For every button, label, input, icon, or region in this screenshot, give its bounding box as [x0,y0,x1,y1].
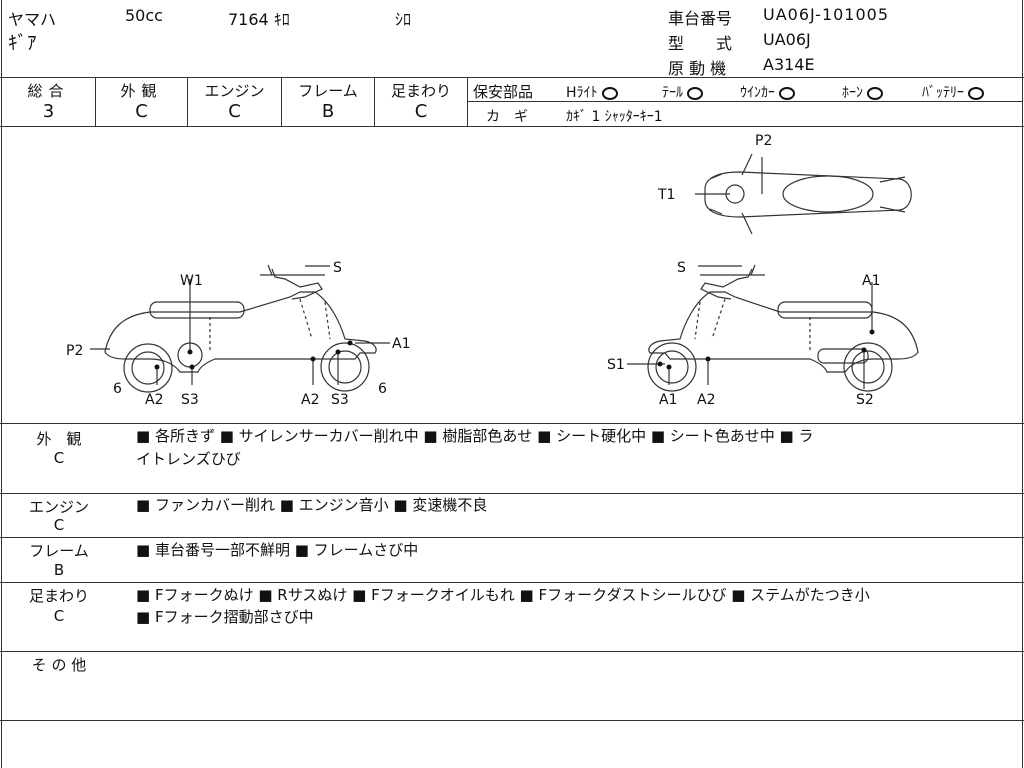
remark-line: ■ Fフォーク摺動部さび中 [136,608,314,626]
diagram-label: S [677,260,686,276]
diagram-label: 6 [113,381,122,397]
grade-label-engine: エンジン [204,82,265,100]
section-title-frame: フレーム [29,542,89,560]
engine-label: 原 動 機 [668,59,727,78]
ok-circle-icon [867,86,883,100]
section-title-other: そ の 他 [31,656,87,674]
diagram-label: S1 [607,357,625,373]
remark-line: ■ ファンカバー削れ ■ エンジン音小 ■ 変速機不良 [136,496,488,514]
type-label: 型 式 [668,34,733,53]
diagram-label: S [333,260,342,276]
grade-label-exterior: 外観 [120,82,163,100]
divider [187,77,188,126]
section-grade-engine: C [53,516,65,534]
divider [0,720,1024,721]
remark-line: ■ 車台番号一部不鮮明 ■ フレームさび中 [136,541,419,559]
remark-line: ■ Fフォークぬけ ■ Rサスぬけ ■ Fフォークオイルもれ ■ Fフォークダス… [136,586,870,604]
ok-circle-icon [779,86,795,100]
divider [0,423,1024,424]
section-grade-frame: B [53,561,65,579]
remark-line: ■ 各所きず ■ サイレンサーカバー削れ中 ■ 樹脂部色あせ ■ シート硬化中 … [136,427,814,445]
scooter-right-side-view [647,264,919,392]
safety-item-headlight: Hﾗｲﾄ [566,82,618,102]
grade-value-suspension: C [414,101,428,122]
remark-line: イトレンズひび [136,450,241,468]
ok-circle-icon [601,86,618,100]
diagram-label: P2 [66,343,83,359]
scooter-diagram: W1 S P2 A1 6 6 A2 S3 A2 S3 S A1 S1 A1 A2… [66,133,919,408]
key-value: ｶｷﾞ 1 ｼｬｯﾀｰｷｰ1 [566,109,663,125]
color: ｼﾛ [395,10,412,29]
diagram-label: P2 [755,133,772,149]
divider [0,537,1024,538]
section-title-exterior: 外 観 [36,430,82,448]
grade-label-frame: フレーム [298,82,358,100]
section-title-engine: エンジン [28,498,89,516]
scooter-top-view [704,153,912,235]
diagram-label: S3 [181,392,199,408]
frame-no-label: 車台番号 [668,9,733,28]
diagram-label: A2 [145,392,163,408]
diagram-label: S2 [856,392,874,408]
divider [374,77,375,126]
type-value: UA06J [763,30,811,49]
mileage: 7164 ｷﾛ [228,10,290,29]
divider [0,582,1024,583]
diagram-label: S3 [331,392,349,408]
grade-value-frame: B [321,101,335,122]
ok-circle-icon [687,86,703,100]
grade-value-engine: C [228,101,241,122]
diagram-label: 6 [378,381,387,397]
grade-label-overall: 総合 [27,82,70,100]
frame-left [1,0,2,768]
grade-value-exterior: C [135,101,148,122]
diagram-label: A2 [697,392,715,408]
diagram-label: W1 [180,273,203,289]
safety-item-tail: ﾃｰﾙ [662,82,703,102]
ok-circle-icon [968,86,984,100]
safety-item-battery: ﾊﾞｯﾃﾘｰ [922,82,984,102]
diagram-label: A1 [659,392,677,408]
section-grade-suspension: C [53,607,65,625]
divider [0,77,1024,78]
frame-right [1022,0,1023,768]
scooter-left-side-view [104,264,377,393]
divider [467,101,1022,102]
safety-label: 保安部品 [473,83,534,101]
safety-item-horn: ﾎｰﾝ [842,82,883,102]
diagram-label: A1 [392,336,410,352]
model-name: ｷﾞｱ [8,32,37,54]
diagram-label: T1 [657,187,675,203]
divider [0,493,1024,494]
divider [0,126,1024,127]
divider [95,77,96,126]
divider [0,651,1024,652]
key-label: カ ギ [486,109,528,125]
safety-item-winker: ｳｲﾝｶｰ [740,82,795,102]
diagram-label: A1 [862,273,880,289]
engine-value: A314E [763,55,815,74]
frame-no: UA06J-101005 [763,5,890,24]
grade-label-suspension: 足まわり [390,82,451,100]
divider [281,77,282,126]
diagram-label: A2 [301,392,319,408]
section-grade-exterior: C [53,449,65,467]
section-title-suspension: 足まわり [28,587,89,605]
grade-value-overall: 3 [42,101,55,122]
displacement: 50cc [125,6,163,25]
maker: ヤマハ [8,10,57,29]
